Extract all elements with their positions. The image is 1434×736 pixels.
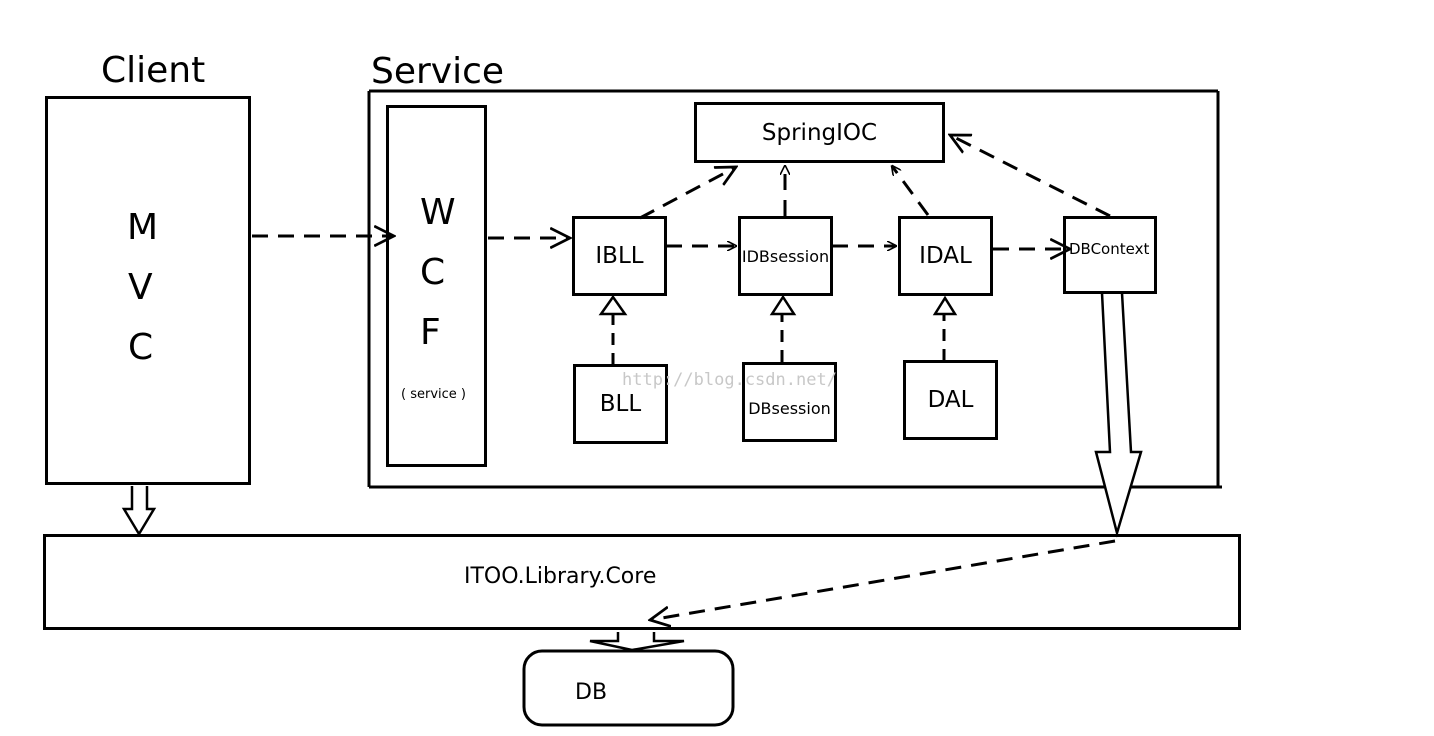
dal-label: DAL <box>927 387 974 413</box>
block-arrow-mvc-to-core <box>121 486 157 537</box>
db-label: DB <box>575 680 608 705</box>
dbsession-node: DBsession <box>742 362 837 442</box>
block-arrow-dbcontext-to-core <box>1094 292 1143 538</box>
wcf-subtitle: ( service ) <box>401 387 466 402</box>
arrow-dbcontext-to-springioc <box>950 135 1111 218</box>
block-arrow-core-to-db <box>589 632 685 652</box>
mvc-letter-v: V <box>128 267 153 308</box>
db-node-shape <box>522 649 735 727</box>
wcf-letter-c: C <box>420 252 446 293</box>
bll-node: BLL <box>573 364 668 444</box>
arrow-core-dashed <box>650 539 1116 620</box>
arrow-ibll-to-springioc <box>639 167 736 220</box>
ibll-node: IBLL <box>572 216 667 296</box>
wcf-node <box>386 105 487 467</box>
mvc-letter-m: M <box>127 207 159 248</box>
mvc-node <box>45 96 251 485</box>
dbcontext-label: DBContext <box>1069 240 1150 258</box>
springioc-node: SpringIOC <box>694 102 945 163</box>
idal-label: IDAL <box>919 243 972 269</box>
springioc-label: SpringIOC <box>761 119 878 146</box>
idbsession-node: IDBsession <box>738 216 833 296</box>
mvc-letter-c: C <box>128 327 154 368</box>
dal-node: DAL <box>903 360 998 440</box>
service-title: Service <box>371 51 505 92</box>
triangle-dal-idal <box>932 295 958 316</box>
core-label: ITOO.Library.Core <box>464 564 657 589</box>
watermark-text: http://blog.csdn.net/ <box>622 370 837 390</box>
dbsession-label: DBsession <box>748 398 831 418</box>
dbcontext-node: DBContext <box>1063 216 1157 294</box>
arrow-idal-to-springioc <box>892 166 930 216</box>
idbsession-label: IDBsession <box>741 246 830 266</box>
service-container <box>367 89 1222 489</box>
ibll-label: IBLL <box>595 243 644 269</box>
triangle-dbsession-idbsession <box>769 294 797 316</box>
bll-label: BLL <box>599 391 642 417</box>
triangle-bll-ibll <box>598 294 628 316</box>
client-title: Client <box>101 50 206 91</box>
wcf-letter-f: F <box>420 312 441 353</box>
core-node <box>43 534 1241 630</box>
realization-arrows <box>598 294 958 365</box>
dependency-arrows <box>252 135 1116 620</box>
wcf-letter-w: W <box>420 192 456 233</box>
idal-node: IDAL <box>898 216 993 296</box>
